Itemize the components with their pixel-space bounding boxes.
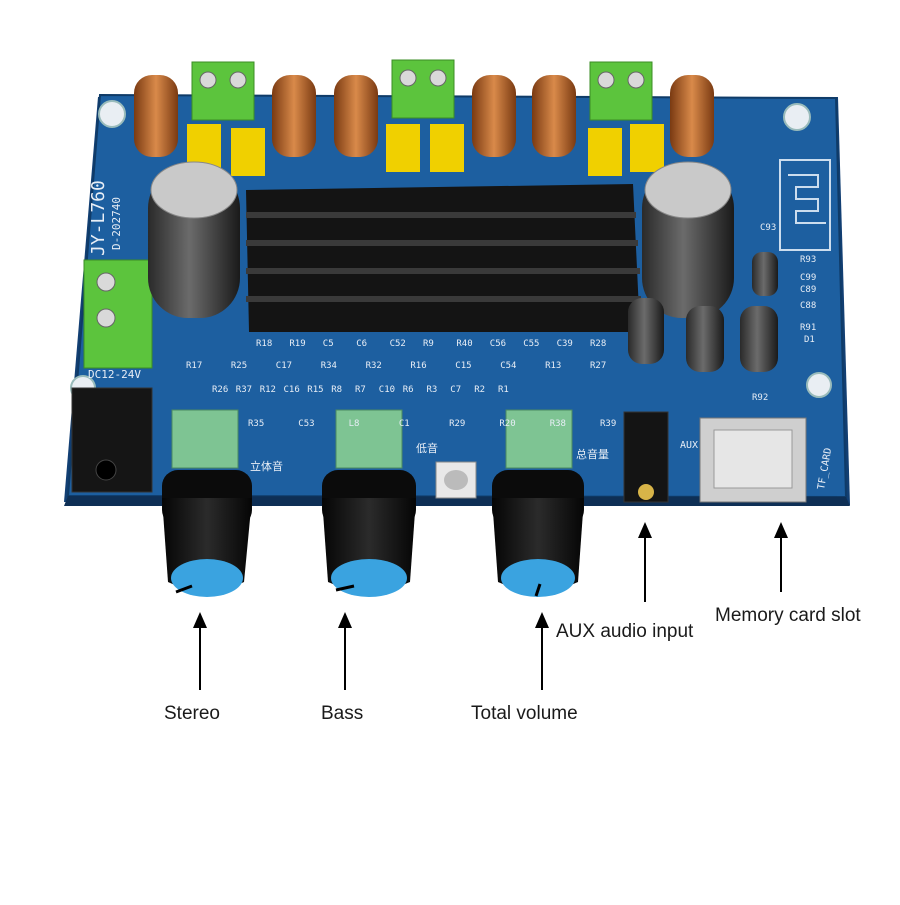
silk-component-label: R28 (590, 339, 606, 349)
model-text: JY-L760 (88, 180, 109, 256)
silk-component-label: R26 (212, 385, 228, 395)
silk-component-label: C39 (557, 339, 573, 349)
inductor-coils (134, 75, 714, 157)
power-text: DC12-24V (88, 368, 141, 381)
silk-component-label: C52 (390, 339, 406, 349)
silk-component-label: R91 (800, 323, 816, 333)
aux-jack (623, 411, 669, 503)
stereo-label: Stereo (164, 703, 220, 724)
silk-component-label: C5 (323, 339, 334, 349)
bass-arrow-line (344, 626, 346, 690)
silk-component-label: R12 (260, 385, 276, 395)
memory-card-arrow-line (780, 536, 782, 592)
stereo-arrow-tip (193, 612, 207, 628)
push-button (435, 461, 477, 499)
silk-component-label: R3 (427, 385, 438, 395)
silk-component-label: R15 (307, 385, 323, 395)
speaker-terminal (391, 59, 455, 119)
silk-component-label: R39 (600, 419, 616, 429)
silk-component-label: R34 (321, 361, 337, 371)
silkscreen-text: JY-L760 D-202740 DC12-24V 立体音 低音 总音量 AUX… (88, 180, 834, 490)
silk-component-label: C56 (490, 339, 506, 349)
silk-component-label: R27 (590, 361, 606, 371)
bass-label: Bass (321, 703, 364, 724)
silk-component-label: C89 (800, 285, 816, 295)
total-volume-arrow-line (541, 626, 543, 690)
mount-hole (783, 103, 811, 131)
silk-component-label: C10 (379, 385, 395, 395)
silk-component-label: L8 (349, 419, 360, 429)
heatsink (246, 184, 641, 332)
power-terminal (83, 259, 153, 369)
silk-component-label: R35 (248, 419, 264, 429)
silk-component-label: R92 (752, 393, 768, 403)
aux-input-label: AUX audio input (556, 621, 694, 642)
silk-component-label: R29 (449, 419, 465, 429)
silk-component-label: R6 (403, 385, 414, 395)
silk-component-label: R2 (474, 385, 485, 395)
silk-component-label: R93 (800, 255, 816, 265)
silk-component-label: C1 (399, 419, 410, 429)
silk-component-label: R20 (499, 419, 515, 429)
silk-component-label: D1 (804, 335, 815, 345)
stereo-arrow-line (199, 626, 201, 690)
total-volume-label: Total volume (471, 703, 578, 724)
silk-component-label: C15 (455, 361, 471, 371)
silk-component-label: C93 (760, 223, 776, 233)
silk-component-label: R38 (550, 419, 566, 429)
silk-component-label: R16 (410, 361, 426, 371)
stereo-silk: 立体音 (250, 459, 283, 473)
silk-component-label: R8 (331, 385, 342, 395)
memory-card-label: Memory card slot (715, 605, 861, 626)
bass-arrow-tip (338, 612, 352, 628)
silk-component-label: R13 (545, 361, 561, 371)
mount-hole (98, 100, 126, 128)
silk-component-label: C7 (450, 385, 461, 395)
aux-silk: AUX (680, 440, 698, 451)
silk-component-label: R25 (231, 361, 247, 371)
silk-component-label: C17 (276, 361, 292, 371)
bass-silk: 低音 (416, 441, 438, 455)
silk-component-label: R37 (236, 385, 252, 395)
silk-component-label: C6 (356, 339, 367, 349)
silk-component-label: R17 (186, 361, 202, 371)
silk-component-label: R7 (355, 385, 366, 395)
aux-arrow-tip (638, 522, 652, 538)
silk-component-label: C16 (284, 385, 300, 395)
mount-hole (806, 372, 832, 398)
stereo-knob (162, 409, 252, 597)
silk-component-label: C99 (800, 273, 816, 283)
silk-component-label: R1 (498, 385, 509, 395)
total-volume-knob (492, 409, 584, 597)
silk-component-label: C88 (800, 301, 816, 311)
speaker-terminal (191, 61, 255, 121)
memory-card-arrow-tip (774, 522, 788, 538)
bass-knob (322, 409, 416, 597)
silk-component-label: C53 (298, 419, 314, 429)
silk-component-label: R19 (289, 339, 305, 349)
tf-card-slot (699, 417, 807, 503)
aux-arrow-line (644, 536, 646, 602)
electrolytic-capacitors (148, 161, 778, 372)
total-volume-arrow-tip (535, 612, 549, 628)
volume-silk: 总音量 (576, 447, 609, 461)
date-text: D-202740 (110, 197, 123, 250)
dc-power-jack (71, 387, 153, 493)
bluetooth-antenna (779, 159, 831, 251)
silk-component-label: C54 (500, 361, 516, 371)
silk-component-label: R18 (256, 339, 272, 349)
speaker-terminal (589, 61, 653, 121)
silk-component-label: R9 (423, 339, 434, 349)
silk-component-label: C55 (523, 339, 539, 349)
silk-component-label: R32 (366, 361, 382, 371)
speaker-terminals (83, 59, 653, 369)
silk-component-label: R40 (456, 339, 472, 349)
